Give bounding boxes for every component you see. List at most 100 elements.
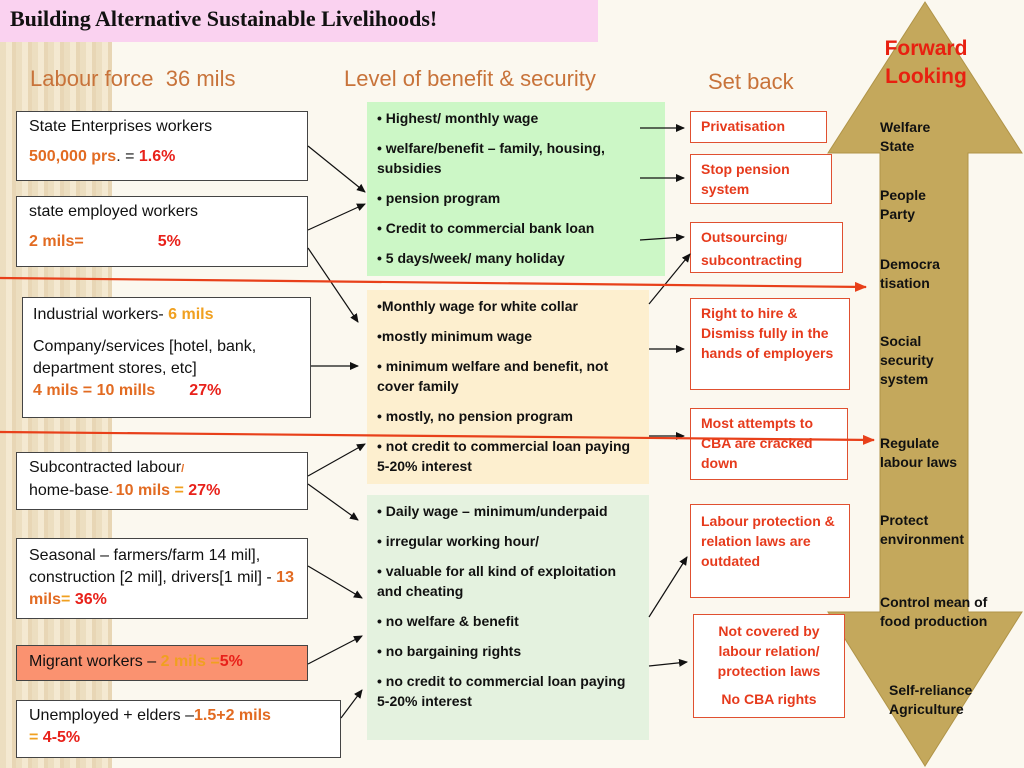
- connector-arrow: [307, 565, 363, 599]
- labour-box-state-enterprises: State Enterprises workers 500,000 prs. =…: [16, 111, 308, 181]
- labour-count: 10 mils: [115, 482, 171, 499]
- setback-text: Outsourcing: [701, 229, 785, 245]
- setback-pension: Stop pension system: [690, 154, 832, 204]
- labour-count: 1.5+2 mils: [193, 707, 271, 724]
- labour-count: 6 mils: [168, 306, 214, 323]
- setback-privatisation: Privatisation: [690, 111, 827, 143]
- labour-dash: -: [109, 486, 116, 498]
- setback-text: Privatisation: [701, 118, 786, 134]
- benefit-item: • Daily wage – minimum/underpaid: [377, 503, 608, 519]
- labour-eq: =: [170, 482, 189, 499]
- connector-arrow: [307, 145, 366, 193]
- benefit-item: • not credit to commercial loan paying 5…: [377, 438, 631, 474]
- labour-percent: 27%: [188, 482, 221, 499]
- labour-label: Unemployed + elders –: [29, 707, 194, 724]
- forward-item-welfare-state: Welfare State: [880, 119, 931, 154]
- connector-arrow: [307, 483, 359, 521]
- header-forward-looking: Forward Looking: [884, 37, 968, 88]
- setback-text: Right to hire & Dismiss fully in the han…: [701, 305, 834, 361]
- benefit-item: • no bargaining rights: [377, 643, 522, 659]
- labour-label: Industrial workers-: [33, 306, 169, 323]
- forward-item-social-security: Social security system: [880, 333, 934, 387]
- header-setback: Set back: [708, 69, 794, 94]
- setback-text: Not covered by labour relation/ protecti…: [717, 623, 821, 679]
- labour-eq: =: [29, 729, 43, 746]
- labour-sublabel: Company/services [hotel, bank, departmen…: [33, 338, 257, 377]
- labour-label: State Enterprises workers: [29, 118, 213, 135]
- benefit-item: • no credit to commercial loan paying 5-…: [377, 673, 626, 709]
- red-divider-line: [0, 276, 867, 292]
- forward-item-people-party: People Party: [880, 187, 926, 222]
- labour-count: 13 mils: [29, 569, 294, 608]
- benefit-item: • no welfare & benefit: [377, 613, 519, 629]
- header-labour-force: Labour force 36 mils: [30, 66, 236, 91]
- labour-eq: =: [74, 233, 84, 250]
- benefit-item: • Credit to commercial bank loan: [377, 220, 595, 236]
- setback-text-2: No CBA rights: [721, 691, 817, 707]
- connector-arrow: [307, 443, 366, 477]
- setback-outdated-laws: Labour protection & relation laws are ou…: [690, 504, 850, 598]
- labour-eq: . =: [116, 148, 139, 165]
- setback-hire-dismiss: Right to hire & Dismiss fully in the han…: [690, 298, 850, 390]
- labour-box-unemployed: Unemployed + elders –1.5+2 mils = 4-5%: [16, 700, 341, 758]
- setback-not-covered: Not covered by labour relation/ protecti…: [693, 614, 845, 718]
- connector-arrow: [307, 203, 366, 231]
- forward-item-self-reliance: Self-reliance Agriculture: [889, 682, 973, 717]
- red-divider-line: [0, 430, 875, 445]
- benefit-box-mid: •Monthly wage for white collar •mostly m…: [367, 290, 649, 484]
- benefit-item: • welfare/benefit – family, housing, sub…: [377, 140, 605, 176]
- labour-percent: 5%: [219, 653, 243, 670]
- page-title: Building Alternative Sustainable Livelih…: [10, 6, 438, 31]
- setback-text-cont: subcontracting: [701, 252, 803, 268]
- benefit-box-low: • Daily wage – minimum/underpaid • irreg…: [367, 495, 649, 740]
- labour-percent: 27%: [189, 382, 222, 399]
- benefit-item: • minimum welfare and benefit, not cover…: [377, 358, 609, 394]
- forward-item-food-production: Control mean of food production: [880, 594, 988, 629]
- forward-item-regulate-labour: Regulate labour laws: [880, 435, 958, 470]
- labour-box-migrant: Migrant workers – 2 mils =5%: [16, 645, 308, 681]
- labour-count: 4 mils = 10 mills: [33, 382, 156, 399]
- labour-percent: 36%: [74, 591, 107, 608]
- setback-outsourcing: Outsourcing/ subcontracting: [690, 222, 843, 273]
- labour-box-subcontracted: Subcontracted labour/ home-base- 10 mils…: [16, 452, 308, 510]
- setback-text: Labour protection & relation laws are ou…: [701, 513, 835, 569]
- connector-arrow: [340, 689, 363, 719]
- benefit-item: • mostly, no pension program: [377, 408, 573, 424]
- title-bar: Building Alternative Sustainable Livelih…: [0, 0, 598, 42]
- labour-count: 2 mils =: [160, 653, 220, 670]
- labour-percent: 4-5%: [42, 729, 81, 746]
- connector-arrow: [307, 247, 359, 323]
- labour-percent: 5%: [157, 233, 181, 250]
- benefit-item: •mostly minimum wage: [377, 328, 533, 344]
- labour-sublabel: home-base: [29, 482, 110, 499]
- labour-slash: /: [181, 463, 185, 475]
- connector-arrow: [648, 253, 691, 305]
- labour-label: Seasonal – farmers/farm 14 mil], constru…: [29, 547, 277, 586]
- labour-box-seasonal: Seasonal – farmers/farm 14 mil], constru…: [16, 538, 308, 619]
- benefit-item: •Monthly wage for white collar: [377, 298, 578, 314]
- labour-eq: =: [61, 591, 75, 608]
- header-benefit: Level of benefit & security: [344, 66, 596, 91]
- forward-item-democratisation: Democra tisation: [880, 256, 940, 291]
- setback-slash: /: [784, 234, 788, 245]
- connector-arrow: [307, 635, 363, 665]
- double-arrow-shape: [827, 1, 1023, 767]
- benefit-item: • 5 days/week/ many holiday: [377, 250, 565, 266]
- labour-count: 500,000 prs: [29, 148, 117, 165]
- benefit-item: • pension program: [377, 190, 501, 206]
- setback-text: Stop pension system: [701, 161, 790, 197]
- forward-item-protect-environment: Protect environment: [880, 512, 965, 547]
- benefit-item: • irregular working hour/: [377, 533, 540, 549]
- labour-label: Subcontracted labour: [29, 459, 182, 476]
- labour-box-state-employed: state employed workers 2 mils=5%: [16, 196, 308, 267]
- benefit-box-high: • Highest/ monthly wage • welfare/benefi…: [367, 102, 665, 276]
- labour-label: state employed workers: [29, 203, 198, 220]
- labour-box-industrial: Industrial workers- 6 mils Company/servi…: [22, 297, 311, 418]
- labour-percent: 1.6%: [138, 148, 176, 165]
- labour-label: Migrant workers –: [29, 653, 161, 670]
- benefit-item: • Highest/ monthly wage: [377, 110, 539, 126]
- benefit-item: • valuable for all kind of exploitation …: [377, 563, 617, 599]
- connector-arrow: [648, 556, 688, 618]
